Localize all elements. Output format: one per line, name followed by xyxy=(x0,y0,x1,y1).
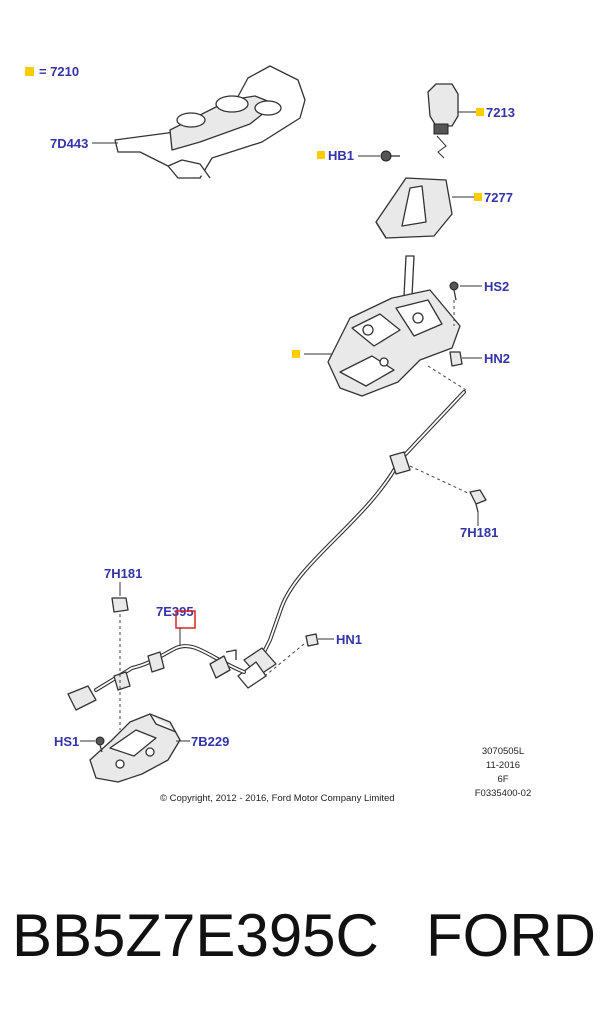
callout-7b229: 7B229 xyxy=(191,734,229,749)
info-code: 3070505L xyxy=(482,746,524,757)
footer: BB5Z7E395C FORD xyxy=(0,896,600,976)
clip-7h181-left xyxy=(111,597,129,613)
shift-knob-7213 xyxy=(427,83,459,159)
brand-name: FORD xyxy=(426,902,596,969)
info-rev: 6F xyxy=(497,774,508,785)
callout-hs1: HS1 xyxy=(54,734,79,749)
callout-7h181-left: 7H181 xyxy=(104,566,142,581)
callout-7277: 7277 xyxy=(484,190,513,205)
copyright: © Copyright, 2012 - 2016, Ford Motor Com… xyxy=(160,793,395,804)
nut-hn2 xyxy=(449,351,463,367)
highlight-box xyxy=(175,610,196,629)
nut-hn1 xyxy=(305,633,319,647)
selector-cable-7e395 xyxy=(67,390,466,711)
clip-7h181-right xyxy=(469,489,487,513)
callout-hn2: HN2 xyxy=(484,351,510,366)
info-date: 11-2016 xyxy=(486,760,520,771)
legend-marker-icon xyxy=(25,67,34,76)
info-figure-id: F0335400-02 xyxy=(475,788,532,799)
callout-7d443: 7D443 xyxy=(50,136,88,151)
callout-hn1: HN1 xyxy=(336,632,362,647)
shift-boot-7277 xyxy=(375,177,453,239)
part-number: BB5Z7E395C xyxy=(12,902,379,969)
screw-hs1 xyxy=(95,736,105,753)
legend-text: = 7210 xyxy=(39,64,79,79)
shifter-assembly xyxy=(327,255,461,397)
callout-hb1: HB1 xyxy=(328,148,354,163)
parts-diagram: = 7210 7D443 7213 HB1 7277 xyxy=(25,64,532,804)
marker-shifter-icon xyxy=(292,350,300,358)
callout-7e395: 7E395 xyxy=(156,604,194,619)
console-panel-7d443 xyxy=(114,65,306,179)
bolt-hb1 xyxy=(380,150,400,162)
marker-7277-icon xyxy=(474,193,482,201)
marker-7213-icon xyxy=(476,108,484,116)
bracket-7b229 xyxy=(89,713,181,783)
marker-hb1-icon xyxy=(317,151,325,159)
screw-hs2 xyxy=(449,281,459,301)
callout-hs2: HS2 xyxy=(484,279,509,294)
callout-7h181-right: 7H181 xyxy=(460,525,498,540)
callout-7213: 7213 xyxy=(486,105,515,120)
